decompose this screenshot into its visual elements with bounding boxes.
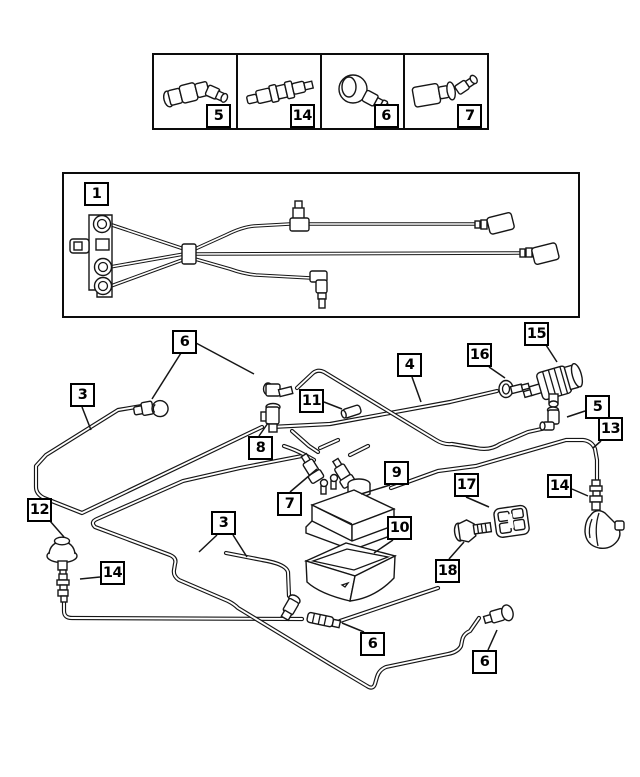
callout-4-leader xyxy=(411,376,422,403)
thumbnail-label-14: 14 xyxy=(289,104,315,128)
callout-3-left: 3 xyxy=(70,383,95,407)
thumbnail-label-7: 7 xyxy=(457,104,483,128)
part-inline-connector-14-left xyxy=(56,573,70,603)
elbow-quick-connector-icon xyxy=(162,81,229,108)
callout-18-leader xyxy=(448,541,465,560)
part-tee-valve-8 xyxy=(260,402,281,433)
part-elbow-connector-6-top xyxy=(133,399,169,418)
callout-14-left-leader xyxy=(79,576,101,580)
callout-14-right: 14 xyxy=(547,474,572,498)
part-grommet-12 xyxy=(46,536,78,577)
callout-17-leader xyxy=(465,496,490,508)
callout-3-mid: 3 xyxy=(211,511,236,535)
grommet-3 xyxy=(93,276,113,296)
part-bolt-18 xyxy=(453,519,493,543)
thumbnail-cell-7: 7 xyxy=(405,55,487,128)
callout-6-bottomright: 6 xyxy=(472,650,497,674)
callout-6-bottomleft-leader xyxy=(341,622,365,633)
part-valve-unit-9 xyxy=(305,473,399,551)
callout-18: 18 xyxy=(435,559,460,583)
callout-14-left: 14 xyxy=(100,561,125,585)
callout-5-right-leader xyxy=(566,410,586,418)
callout-6-top-leader xyxy=(195,342,255,375)
fuel-line-assembly-panel: 1 xyxy=(62,172,580,318)
part-hose-sleeve-11 xyxy=(340,404,362,419)
callout-5-right: 5 xyxy=(585,395,610,419)
part-elbow-above-tee-8 xyxy=(262,382,294,398)
callout-10-leader xyxy=(373,539,394,554)
fuel-line-assembly-drawing xyxy=(69,200,560,309)
inline-quick-connector-icon xyxy=(245,80,314,105)
thumbnail-label-6: 6 xyxy=(373,104,399,128)
part-inline-connector-14-right xyxy=(589,479,603,511)
callout-11-leader xyxy=(323,401,343,410)
lower-elbow-fitting xyxy=(309,270,328,309)
connector-thumbnail-strip: 5 14 xyxy=(152,53,489,130)
part-damper-bell xyxy=(584,509,625,550)
callout-8-leader xyxy=(258,422,269,437)
callout-16: 16 xyxy=(467,343,492,367)
callout-17: 17 xyxy=(454,473,479,497)
callout-3-mid-leader xyxy=(198,534,218,553)
rail-bracket xyxy=(69,214,113,298)
part-elbow-connector-6-bottomright xyxy=(482,604,514,625)
part-retainer-clip-17 xyxy=(493,504,530,539)
part-elbow-connector-5-right xyxy=(539,406,560,431)
callout-14-right-leader xyxy=(571,488,589,497)
callout-6-top-leader xyxy=(151,352,182,400)
assembly-label-1: 1 xyxy=(84,182,109,206)
tee-fitting xyxy=(289,200,310,232)
thumbnail-label-5: 5 xyxy=(206,104,231,128)
grommet-1 xyxy=(92,214,112,234)
grommet-2 xyxy=(93,257,113,277)
callout-15-leader xyxy=(545,344,558,363)
thumbnail-cell-14: 14 xyxy=(238,55,322,128)
callout-6-bottomright-leader xyxy=(487,629,498,651)
part-straight-connector-6-bottomleft xyxy=(306,611,342,629)
callout-7-leader xyxy=(289,468,318,493)
callout-12-leader xyxy=(49,520,65,538)
part-injector-fittings-7 xyxy=(300,452,356,489)
middle-end-connector xyxy=(519,242,560,265)
callout-15: 15 xyxy=(524,322,549,346)
callout-11: 11 xyxy=(299,389,324,413)
callout-6-top: 6 xyxy=(172,330,197,354)
callout-16-leader xyxy=(488,366,506,379)
callout-9: 9 xyxy=(384,461,409,485)
callout-9-leader xyxy=(360,484,391,495)
main-diagram xyxy=(0,342,625,777)
thumbnail-cell-6: 6 xyxy=(322,55,406,128)
thumbnail-cell-5: 5 xyxy=(154,55,238,128)
callout-10: 10 xyxy=(387,516,412,540)
callout-8: 8 xyxy=(248,436,273,460)
elbow-ball-connector-icon xyxy=(337,74,393,114)
upper-end-connector xyxy=(474,212,515,235)
callout-13-leader xyxy=(592,440,602,449)
callout-3-mid-leader xyxy=(232,534,248,558)
leader-lines xyxy=(49,342,602,651)
part-tray-10 xyxy=(304,542,397,602)
callout-4: 4 xyxy=(397,353,422,377)
callout-12: 12 xyxy=(27,498,52,522)
tube-clamp xyxy=(181,243,197,265)
part-elbow-connector-6-bottomleft xyxy=(280,594,342,629)
callout-3-left-leader xyxy=(81,406,92,431)
part-regulator-canister-15 xyxy=(522,362,584,408)
part-inlet-fitting-16 xyxy=(498,379,531,399)
callout-6-bottomleft: 6 xyxy=(360,632,385,656)
callout-13: 13 xyxy=(598,417,623,441)
callout-7: 7 xyxy=(277,492,302,516)
straight-quick-connector-icon xyxy=(411,74,479,108)
